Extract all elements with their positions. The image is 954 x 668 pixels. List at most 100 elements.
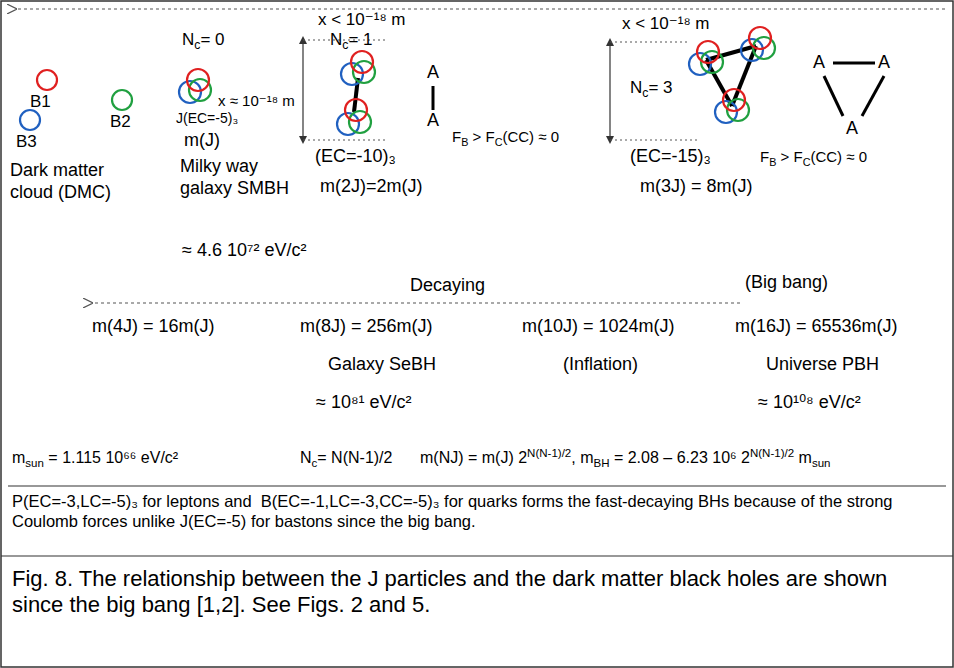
node-letter: A [846, 118, 858, 140]
size-label: x < 10⁻¹⁸ m [318, 10, 405, 30]
formula: m(NJ) = m(J) 2N(N-1)/2, mBH = 2.08 – 6.2… [420, 448, 830, 467]
connector-line [862, 76, 884, 116]
connector-line [706, 46, 756, 60]
baston-circle [749, 27, 771, 49]
baston-circle [349, 111, 371, 133]
text-part: (CC) ≈ 0 [810, 148, 867, 165]
force-label: FB > FC(CC) ≈ 0 [760, 148, 867, 166]
count-label: Nc= 1 [330, 30, 373, 50]
event-label: (Big bang) [745, 272, 828, 294]
baston-circle [723, 89, 745, 111]
text-part: = N(N-1)/2 [317, 449, 392, 466]
connector-line [610, 140, 700, 141]
text-part: , m [571, 449, 593, 466]
count-label: Nc= 0 [182, 30, 225, 50]
node-letter: A [427, 62, 439, 84]
formula: Nc= N(N-1)/2 [300, 448, 392, 467]
text-part: m [794, 449, 812, 466]
charge-label: (EC=-10)₃ [315, 146, 396, 168]
text-part: N [300, 449, 312, 466]
drawing-part [824, 63, 884, 116]
event-label: (Inflation) [563, 354, 638, 376]
text-part: F [760, 148, 769, 165]
node-letter: A [878, 52, 890, 74]
mass-label: m(3J) = 8m(J) [640, 176, 753, 198]
subscript: B [769, 156, 776, 168]
object-label: Galaxy SeBH [328, 354, 436, 376]
subscript: C [495, 136, 503, 148]
text-part: F [452, 128, 461, 145]
mass-label: m(4J) = 16m(J) [92, 316, 215, 338]
mass-label: m(J) [184, 130, 220, 152]
subscript: sun [812, 457, 831, 469]
count-label: Nc= 3 [630, 78, 673, 98]
connector-line [609, 42, 610, 140]
force-label: FB > FC(CC) ≈ 0 [452, 128, 559, 146]
mass-value: ≈ 10¹⁰⁸ eV/c² [758, 392, 861, 414]
size-label: x ≈ 10⁻¹⁸ m [218, 92, 295, 110]
connector-line [302, 40, 303, 140]
subscript: c [642, 86, 648, 100]
mass-label: m(16J) = 65536m(J) [735, 316, 898, 338]
figure-caption: Fig. 8. The relationship between the J p… [12, 566, 942, 619]
connector-line [833, 62, 875, 65]
text-part: = 1 [348, 30, 372, 49]
object-label: Universe PBH [766, 354, 879, 376]
subscript: c [342, 38, 348, 52]
formula: msun = 1.115 10⁶⁶ eV/c² [12, 448, 178, 467]
mass-label: m(10J) = 1024m(J) [522, 316, 675, 338]
subscript: c [312, 457, 318, 469]
object-label: Milky way galaxy SMBH [180, 156, 300, 199]
subscript: C [803, 156, 811, 168]
connector-line [824, 76, 843, 116]
node-letter: A [813, 52, 825, 74]
particle-label: J(EC=-5)₃ [176, 110, 238, 127]
process-label: Decaying [410, 275, 485, 297]
connector-line [92, 302, 740, 303]
baston-circle [187, 69, 209, 91]
baston-circle [112, 90, 132, 110]
connector-line [1, 555, 953, 556]
connector-line [432, 86, 435, 110]
cloud-label: Dark matter cloud (DMC) [10, 160, 138, 203]
mass-label: m(2J)=2m(J) [320, 176, 423, 198]
baston-circle [351, 51, 373, 73]
footnote: P(EC=-3,LC=-5)₃ for leptons and B(EC=-1,… [12, 492, 942, 532]
connector-line [610, 42, 690, 43]
baston-circle [20, 110, 40, 130]
drawing-part [706, 46, 756, 106]
connector-line [8, 485, 946, 486]
text-part: > F [776, 148, 802, 165]
mass-value: ≈ 10⁸¹ eV/c² [316, 392, 412, 414]
mass-value: ≈ 4.6 10⁷² eV/c² [182, 240, 306, 262]
text-part: N [182, 30, 194, 49]
text-part: = 3 [648, 78, 672, 97]
superscript: N(N-1)/2 [527, 447, 571, 459]
drawing-part [179, 69, 211, 103]
baston-circle [345, 99, 367, 121]
baston-circle [37, 70, 57, 90]
baston-label: B3 [16, 132, 37, 152]
text-part: > F [468, 128, 494, 145]
text-part: m(NJ) = m(J) 2 [420, 449, 527, 466]
text-part: = 1.115 10⁶⁶ eV/c² [44, 449, 178, 466]
drawing-part [689, 27, 775, 123]
text-part: N [630, 78, 642, 97]
text-part: (CC) ≈ 0 [502, 128, 559, 145]
node-letter: A [427, 110, 439, 132]
baston-label: B2 [110, 112, 131, 132]
baston-circle [697, 41, 719, 63]
text-part: m [12, 449, 25, 466]
mass-label: m(8J) = 256m(J) [300, 316, 433, 338]
size-label: x < 10⁻¹⁸ m [622, 14, 709, 34]
subscript: sun [25, 457, 44, 469]
text-part: = 2.08 – 6.23 10⁶ 2 [609, 449, 749, 466]
text-part: = 0 [200, 30, 224, 49]
drawing-part [337, 51, 375, 135]
text-part: N [330, 30, 342, 49]
subscript: B [461, 136, 468, 148]
subscript: c [194, 38, 200, 52]
superscript: N(N-1)/2 [750, 447, 794, 459]
charge-label: (EC=-15)₃ [630, 146, 711, 168]
